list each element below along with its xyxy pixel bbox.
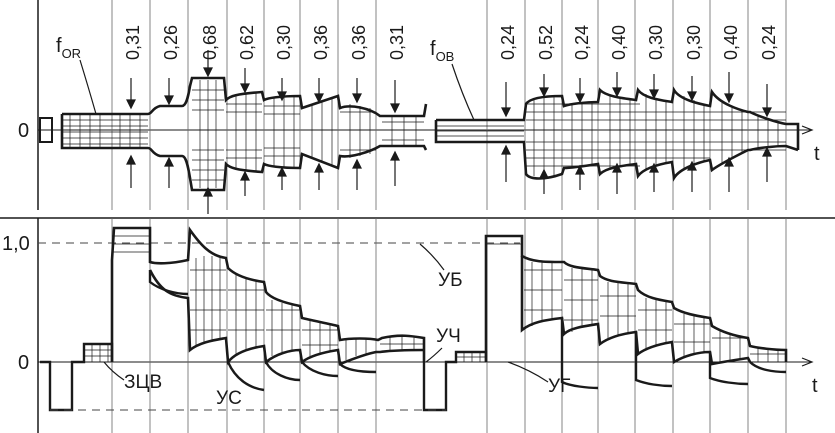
top-panel: t 0 (18, 0, 820, 214)
value-left-5: 0,30 (274, 25, 294, 60)
value-left-2: 0,26 (161, 25, 181, 60)
pointer-ub (419, 243, 445, 271)
top-time-axis-arrow (801, 125, 814, 135)
bottom-right-hatch (486, 243, 786, 362)
f-or-label: fOR (56, 35, 81, 61)
top-initial-pulse (39, 117, 53, 143)
top-t-label: t (814, 143, 820, 165)
bottom-t-label: t (812, 375, 818, 397)
bottom-one-label: 1,0 (2, 233, 30, 255)
bottom-left-hatch (112, 235, 424, 360)
value-right-8: 0,24 (759, 25, 779, 60)
value-right-3: 0,24 (572, 25, 592, 60)
bottom-time-axis-arrow (801, 357, 814, 367)
f-or-pointer (79, 59, 97, 115)
value-right-6: 0,30 (684, 25, 704, 60)
top-zero-label: 0 (18, 120, 29, 142)
zcv-hatch-left (84, 344, 112, 362)
middle-hatch (456, 352, 486, 362)
value-right-1: 0,24 (498, 25, 518, 60)
top-value-labels: 0,31 0,26 0,68 0,62 0,30 0,36 0,36 0,31 … (123, 25, 779, 60)
value-right-2: 0,52 (536, 25, 556, 60)
bottom-right-tails (560, 318, 787, 390)
label-ub: УБ (438, 270, 463, 291)
label-ug: УГ (548, 376, 570, 397)
bottom-zero-label: 0 (18, 352, 29, 374)
label-zcv: ЗЦВ (124, 372, 162, 393)
value-left-6: 0,36 (311, 25, 331, 60)
signal-zcv-left (40, 342, 114, 412)
pointer-zcv (103, 361, 125, 381)
pointer-uch (425, 347, 443, 363)
bottom-panel: t 0 1,0 (2, 218, 818, 433)
signal-middle (422, 350, 488, 412)
bottom-left-tails (148, 270, 377, 392)
value-left-8: 0,31 (387, 25, 407, 60)
bottom-left-envelope-top (110, 226, 426, 362)
value-left-7: 0,36 (349, 25, 369, 60)
label-us: УС (216, 388, 242, 409)
value-left-1: 0,31 (123, 25, 143, 60)
value-right-4: 0,40 (609, 25, 629, 60)
value-left-4: 0,62 (237, 25, 257, 60)
top-right-envelope (434, 86, 800, 182)
bottom-left-envelope-bottom (148, 269, 425, 366)
f-ob-label: fOB (430, 38, 454, 64)
top-measure-arrows (126, 50, 772, 214)
top-left-envelope (60, 76, 428, 192)
label-uch: УЧ (436, 326, 461, 347)
value-right-7: 0,40 (721, 25, 741, 60)
value-right-5: 0,30 (646, 25, 666, 60)
f-ob-pointer (451, 63, 475, 121)
value-left-3: 0,68 (200, 25, 220, 60)
pointer-ug (507, 361, 549, 383)
